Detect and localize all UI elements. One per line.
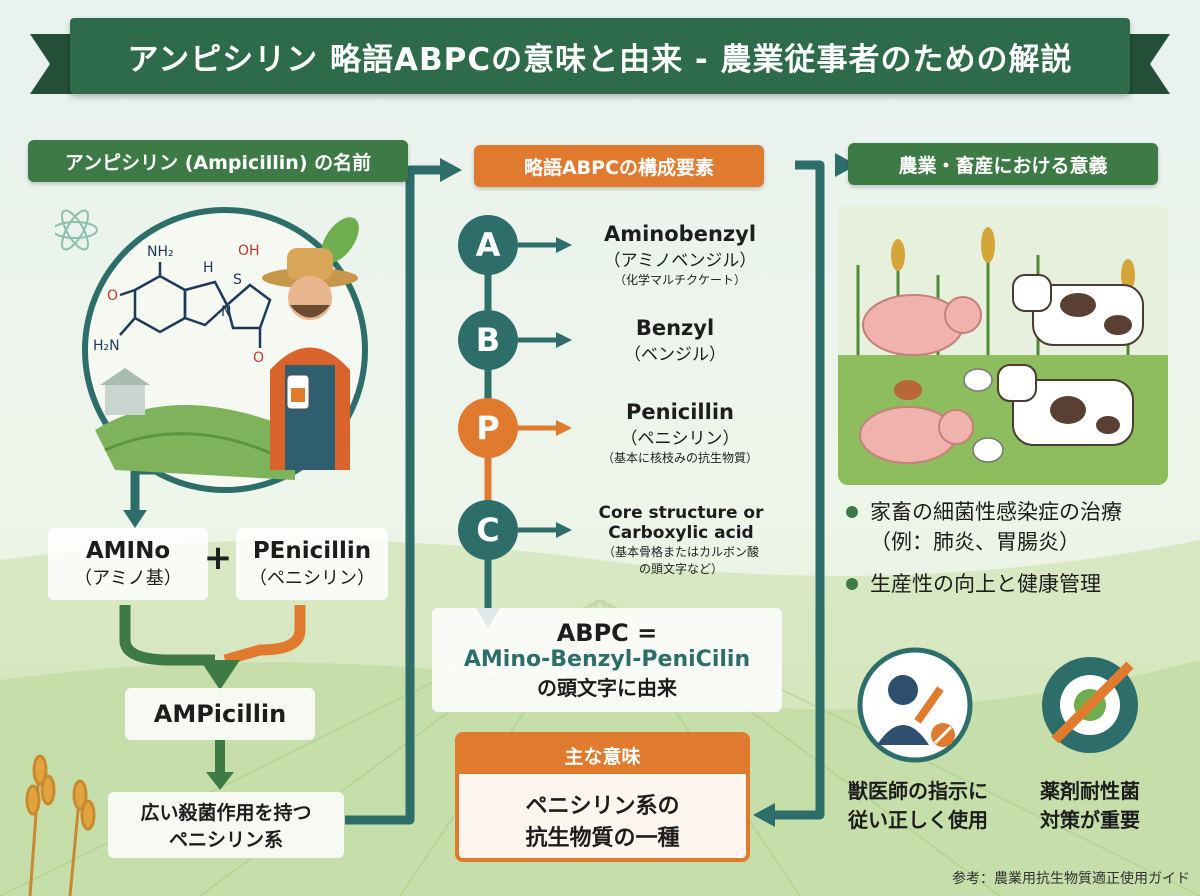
bullet-2: 生産性の向上と健康管理 — [870, 568, 1180, 598]
part2-card: PEnicillin （ペニシリン） — [236, 528, 388, 600]
bullet-2-line1: 生産性の向上と健康管理 — [870, 572, 1101, 596]
bullet-dot-2 — [846, 578, 858, 590]
result-text: AMPicillin — [153, 700, 287, 728]
icon1-caption: 獣医師の指示に 従い正しく使用 — [818, 775, 1018, 833]
item-c-line3: （基本骨格またはカルボン酸 — [602, 545, 759, 559]
icon1-line1: 獣医師の指示に — [848, 779, 988, 803]
livestock-scene — [838, 205, 1168, 485]
item-b-line2: （ベンジル） — [624, 345, 726, 365]
chem-label-oh: OH — [238, 243, 260, 259]
footer-reference: 参考：農業用抗生物質適正使用ガイド — [952, 871, 1190, 887]
item-c-line2: Carboxylic acid — [608, 523, 754, 543]
formula-card: ABPC = AMino-Benzyl-PeniCilin の頭文字に由来 — [432, 608, 782, 712]
item-p: Penicillin （ペニシリン） （基本に核枝みの抗生物質） — [570, 400, 790, 466]
chicken-icon — [963, 368, 1004, 463]
letter-c: C — [476, 511, 500, 549]
chem-label-o-left: O — [107, 288, 118, 304]
meaning-header: 主な意味 — [459, 736, 746, 774]
item-p-line2: （ペニシリン） — [620, 429, 740, 449]
part1-card: AMINo （アミノ基） — [48, 528, 208, 600]
pig-icon — [859, 294, 982, 464]
formula-line1: ABPC = — [556, 619, 658, 647]
part1-main: AMINo — [85, 538, 171, 564]
item-a-line2: （アミノベンジル） — [603, 251, 757, 271]
barn-icon — [100, 368, 150, 415]
left-section-header: アンピシリン (Ampicillin) の名前 — [28, 140, 408, 182]
item-a: Aminobenzyl （アミノベンジル） （化学マルチクケート） — [570, 222, 790, 288]
bullet-1-line2: （例：肺炎、胃腸炎） — [870, 530, 1080, 554]
veterinarian-icon — [877, 675, 929, 745]
vet-icon-group — [857, 647, 973, 763]
title-banner: アンピシリン 略語ABPCの意味と由来 - 農業従事者のための解説 — [70, 18, 1130, 94]
meaning-box: 主な意味 ペニシリン系の 抗生物質の一種 — [455, 732, 750, 862]
meaning-line2: 抗生物質の一種 — [525, 826, 680, 851]
icon2-line1: 薬剤耐性菌 — [1040, 779, 1140, 803]
description-card: 広い殺菌作用を持つ ペニシリン系 — [108, 792, 344, 858]
chem-label-n: N — [221, 304, 231, 320]
middle-section-header: 略語ABPCの構成要素 — [474, 145, 764, 187]
syringe-icon — [914, 686, 944, 724]
item-a-line3: （化学マルチクケート） — [613, 273, 746, 287]
formula-line2: AMino-Benzyl-PeniCilin — [463, 647, 751, 672]
icon2-caption: 薬剤耐性菌 対策が重要 — [1010, 775, 1170, 833]
description-line1: 広い殺菌作用を持つ — [140, 802, 312, 824]
item-a-line1: Aminobenzyl — [603, 222, 757, 246]
middle-header-text: 略語ABPCの構成要素 — [523, 156, 715, 179]
bullet-1-line1: 家畜の細菌性感染症の治療 — [870, 500, 1122, 524]
chem-label-h: H — [203, 260, 214, 276]
wheat-icon — [25, 754, 96, 896]
atom-icon — [55, 209, 98, 251]
item-c-line4: の頭文字など） — [638, 562, 723, 576]
item-p-line3: （基本に核枝みの抗生物質） — [601, 451, 758, 465]
chem-label-nh2-top: NH₂ — [147, 244, 174, 260]
letter-a: A — [475, 226, 501, 264]
description-line2: ペニシリン系 — [168, 829, 283, 851]
meaning-line1: ペニシリン系の — [525, 794, 680, 819]
part2-main: PEnicillin — [252, 538, 372, 564]
chem-label-s: S — [233, 272, 242, 288]
icon1-line2: 従い正しく使用 — [848, 808, 988, 832]
page-title: アンピシリン 略語ABPCの意味と由来 - 農業従事者のための解説 — [127, 41, 1073, 78]
item-c-line1: Core structure or — [598, 503, 764, 523]
result-card: AMPicillin — [125, 688, 315, 740]
resistance-icon-group — [1042, 657, 1138, 753]
leaf-icon — [321, 217, 359, 263]
bullet-dot-1 — [846, 506, 858, 518]
item-b-line1: Benzyl — [635, 316, 715, 340]
farmer-illustration: NH₂ H OH S N O O H₂N — [55, 207, 368, 493]
right-section-header: 農業・畜産における意義 — [848, 143, 1158, 185]
letter-a-badge: A — [458, 215, 518, 275]
item-b: Benzyl （ベンジル） — [570, 316, 780, 365]
farmer-icon — [262, 248, 358, 470]
part2-sub: （ペニシリン） — [249, 568, 375, 589]
chem-label-o-right: O — [253, 350, 264, 366]
part1-sub: （アミノ基） — [74, 568, 182, 589]
right-header-text: 農業・畜産における意義 — [898, 154, 1108, 177]
left-header-text: アンピシリン (Ampicillin) の名前 — [64, 151, 372, 174]
bullet-1: 家畜の細菌性感染症の治療 （例：肺炎、胃腸炎） — [870, 496, 1180, 556]
plus-sign: + — [203, 538, 233, 578]
meaning-header-text: 主な意味 — [564, 745, 641, 768]
letter-c-badge: C — [458, 500, 518, 560]
letter-p: P — [476, 409, 500, 447]
item-p-line1: Penicillin — [626, 400, 734, 424]
chem-label-nh2-bottom: H₂N — [93, 338, 120, 354]
item-c: Core structure or Carboxylic acid （基本骨格ま… — [570, 503, 792, 577]
formula-line3: の頭文字に由来 — [537, 676, 677, 700]
letter-b: B — [475, 321, 501, 359]
letter-p-badge: P — [458, 398, 518, 458]
icon2-line2: 対策が重要 — [1040, 808, 1140, 832]
letter-b-badge: B — [458, 310, 518, 370]
